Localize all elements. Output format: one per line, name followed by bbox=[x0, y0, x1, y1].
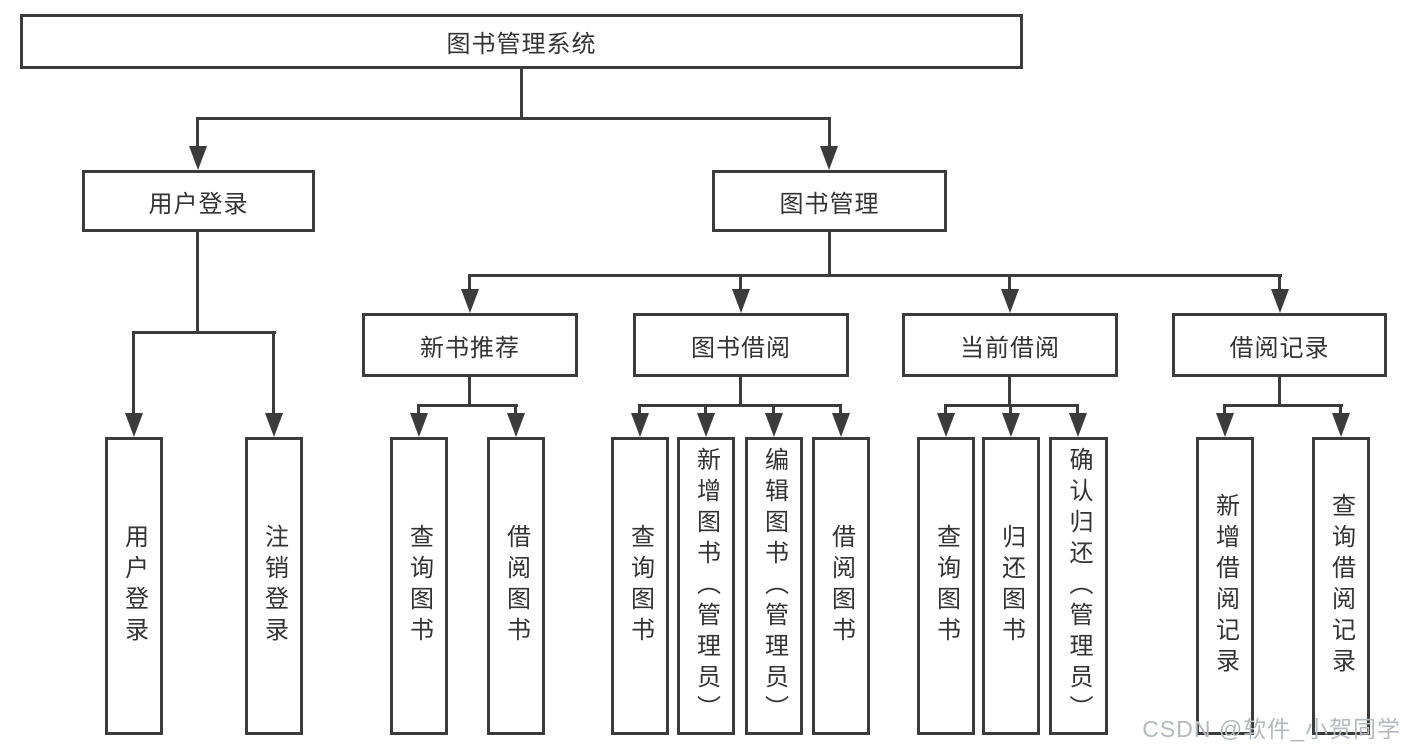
node-book-borrow: 图书借阅 bbox=[633, 313, 849, 377]
connector-line bbox=[1076, 404, 1079, 416]
leaf-query-books-current: 查询图书 bbox=[917, 437, 975, 735]
connector-line bbox=[944, 404, 947, 416]
connector-line bbox=[1008, 377, 1011, 407]
connector-line bbox=[132, 331, 276, 334]
node-current-borrow: 当前借阅 bbox=[902, 313, 1118, 377]
connector-line bbox=[417, 404, 420, 416]
connector-line bbox=[1339, 404, 1342, 416]
connector-line bbox=[1278, 274, 1281, 293]
connector-line bbox=[704, 404, 707, 416]
leaf-query-books-borrow: 查询图书 bbox=[611, 437, 669, 735]
arrow-down-icon bbox=[820, 146, 838, 170]
arrow-down-icon bbox=[1271, 289, 1289, 313]
connector-line bbox=[1278, 377, 1281, 407]
leaf-edit-books-admin: 编辑图书（管理员） bbox=[745, 437, 803, 735]
connector-line bbox=[638, 404, 842, 407]
leaf-logout-login: 注销登录 bbox=[245, 437, 303, 735]
leaf-query-borrow-record: 查询借阅记录 bbox=[1312, 437, 1370, 735]
leaf-add-borrow-record: 新增借阅记录 bbox=[1196, 437, 1254, 735]
connector-line bbox=[828, 232, 831, 276]
leaf-query-books-recommend: 查询图书 bbox=[390, 437, 448, 735]
leaf-add-books-admin: 新增图书（管理员） bbox=[677, 437, 735, 735]
arrow-down-icon bbox=[1332, 413, 1350, 437]
leaf-borrow-books-recommend: 借阅图书 bbox=[487, 437, 545, 735]
arrow-down-icon bbox=[1216, 413, 1234, 437]
node-user-login: 用户登录 bbox=[82, 170, 315, 232]
watermark: CSDN @软件_小贺同学 bbox=[1142, 716, 1401, 742]
arrow-down-icon bbox=[265, 413, 283, 437]
connector-line bbox=[196, 117, 199, 149]
leaf-confirm-return-admin: 确认归还（管理员） bbox=[1049, 437, 1108, 735]
connector-line bbox=[1008, 274, 1011, 293]
leaf-borrow-books: 借阅图书 bbox=[812, 437, 870, 735]
connector-line bbox=[468, 377, 471, 407]
arrow-down-icon bbox=[1002, 413, 1020, 437]
connector-line bbox=[514, 404, 517, 416]
leaf-user-login: 用户登录 bbox=[105, 437, 163, 735]
connector-line bbox=[828, 117, 831, 149]
connector-line bbox=[1009, 404, 1012, 416]
arrow-down-icon bbox=[125, 413, 143, 437]
connector-line bbox=[1223, 404, 1343, 407]
node-library-management-system: 图书管理系统 bbox=[20, 14, 1023, 69]
arrow-down-icon bbox=[507, 413, 525, 437]
connector-line bbox=[468, 274, 471, 293]
arrow-down-icon bbox=[697, 413, 715, 437]
node-borrow-record: 借阅记录 bbox=[1172, 313, 1387, 377]
arrow-down-icon bbox=[410, 413, 428, 437]
connector-line bbox=[638, 404, 641, 416]
connector-line bbox=[417, 404, 518, 407]
node-book-management: 图书管理 bbox=[712, 170, 947, 232]
connector-line bbox=[132, 331, 135, 416]
connector-line bbox=[468, 274, 1282, 277]
leaf-return-books: 归还图书 bbox=[982, 437, 1040, 735]
arrow-down-icon bbox=[832, 413, 850, 437]
connector-line bbox=[839, 404, 842, 416]
connector-line bbox=[196, 232, 199, 334]
connector-line bbox=[739, 377, 742, 407]
connector-line bbox=[272, 331, 275, 416]
arrow-down-icon bbox=[189, 146, 207, 170]
arrow-down-icon bbox=[765, 413, 783, 437]
arrow-down-icon bbox=[631, 413, 649, 437]
connector-line bbox=[739, 274, 742, 293]
connector-line bbox=[196, 117, 831, 120]
arrow-down-icon bbox=[1069, 413, 1087, 437]
connector-line bbox=[772, 404, 775, 416]
arrow-down-icon bbox=[937, 413, 955, 437]
node-new-book-recommend: 新书推荐 bbox=[362, 313, 578, 377]
connector-line bbox=[1223, 404, 1226, 416]
connector-line bbox=[520, 69, 523, 118]
arrow-down-icon bbox=[461, 289, 479, 313]
arrow-down-icon bbox=[732, 289, 750, 313]
arrow-down-icon bbox=[1001, 289, 1019, 313]
